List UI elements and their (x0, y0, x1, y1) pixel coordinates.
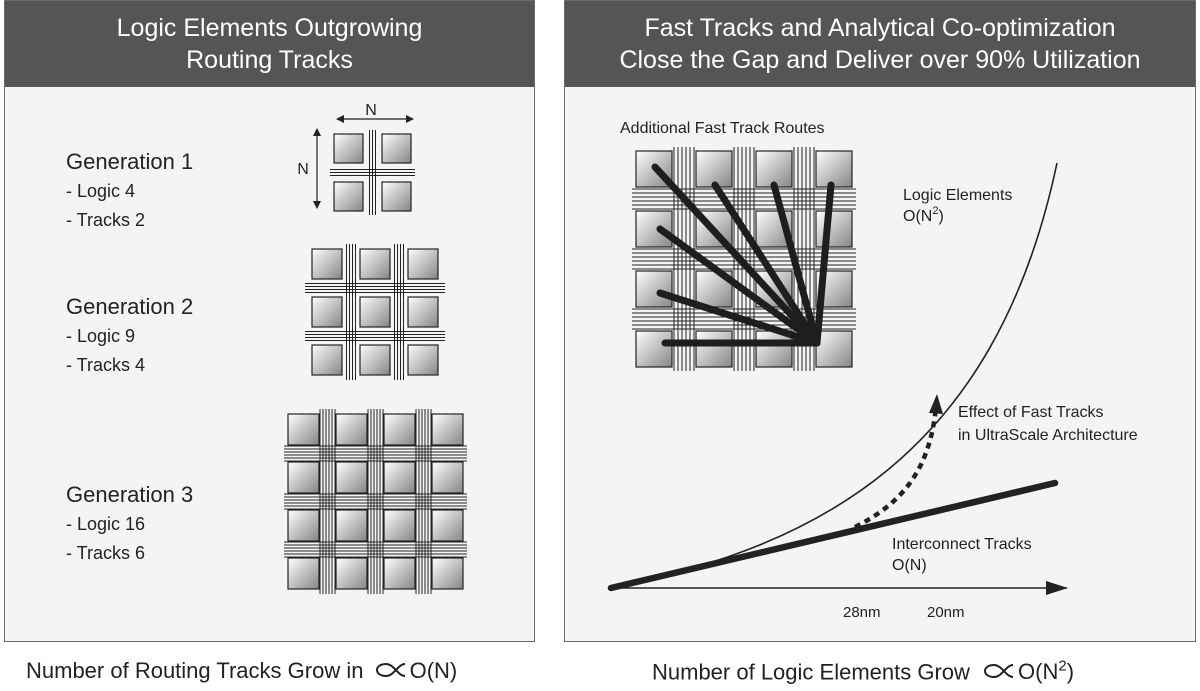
panel-title-line-1: Logic Elements Outgrowing (116, 14, 423, 42)
generation-1-logic: - Logic 4 (66, 181, 136, 201)
fast-track-route (651, 163, 821, 347)
tick-label-28nm: 28nm (843, 604, 881, 621)
logic-block (287, 509, 320, 542)
fast-track-route (656, 225, 821, 347)
caption-right-math: O(N2) (1018, 658, 1075, 685)
caption-left: Number of Routing Tracks Grow in O(N) (26, 658, 457, 684)
tick-label-20nm: 20nm (927, 604, 965, 621)
interconnect-tracks-line (607, 479, 1059, 592)
generation-3-grid (284, 409, 467, 594)
fast-tracks-effect-dotted-arrow (853, 406, 939, 530)
generation-2-logic: - Logic 9 (66, 326, 136, 346)
generation-2-tracks: - Tracks 4 (66, 355, 146, 375)
generation-3-title: Generation 3 (66, 482, 194, 507)
logic-block (815, 210, 853, 248)
logic-grids (284, 130, 467, 594)
logic-block (381, 181, 412, 212)
logic-elements-label: Logic Elements (903, 187, 1012, 204)
generation-2-title: Generation 2 (66, 294, 194, 319)
logic-block (383, 509, 416, 542)
fast-track-route (813, 181, 835, 347)
logic-block (431, 509, 464, 542)
logic-block (815, 330, 853, 368)
logic-block (335, 557, 368, 590)
logic-block (635, 210, 673, 248)
logic-block (333, 133, 364, 164)
fast-track-routes (651, 163, 835, 347)
logic-block (431, 413, 464, 446)
logic-block (287, 413, 320, 446)
logic-block (635, 330, 673, 368)
logic-block (287, 557, 320, 590)
logic-elements-order: O(N2) (903, 205, 944, 225)
logic-block (311, 344, 343, 376)
logic-block (407, 248, 439, 280)
fast-track-route (656, 289, 821, 347)
logic-block (335, 461, 368, 494)
caption-left-text: Number of Routing Tracks Grow in (26, 658, 364, 683)
logic-block (635, 270, 673, 308)
generation-3-tracks: - Tracks 6 (66, 543, 146, 563)
fast-track-route (711, 181, 821, 347)
growth-diagram: Additional Fast Track Routes Logic Eleme… (607, 120, 1138, 621)
generation-1-title: Generation 1 (66, 149, 194, 174)
caption-left-math: O(N) (409, 658, 458, 683)
logic-block (359, 344, 391, 376)
generation-1-grid (330, 130, 415, 215)
panel-title-line-2: Routing Tracks (186, 46, 353, 74)
caption-right: Number of Logic Elements Grow O(N2) (652, 658, 1074, 685)
generations-diagram: N N (284, 102, 467, 594)
generation-1-tracks: - Tracks 2 (66, 210, 146, 230)
logic-block (383, 413, 416, 446)
generation-3-logic: - Logic 16 (66, 514, 146, 534)
n-label-vertical: N (297, 161, 309, 178)
panel-logic-vs-tracks: Logic Elements Outgrowing Routing Tracks… (4, 0, 535, 642)
n-label-horizontal: N (365, 102, 377, 119)
panel-fast-tracks: Fast Tracks and Analytical Co-optimizati… (564, 0, 1196, 642)
logic-block (407, 344, 439, 376)
dimension-arrows: N N (297, 102, 414, 209)
proportional-to-icon (375, 662, 405, 678)
panel-header-right: Fast Tracks and Analytical Co-optimizati… (565, 1, 1195, 87)
logic-block (815, 150, 853, 188)
generation-2-grid (305, 244, 445, 380)
fast-track-route (770, 181, 821, 347)
logic-block (335, 413, 368, 446)
logic-block (755, 150, 793, 188)
proportional-to-icon (984, 664, 1014, 679)
effect-label-line-2: in UltraScale Architecture (958, 427, 1138, 444)
logic-block (383, 461, 416, 494)
interconnect-tracks-label: Interconnect Tracks (892, 536, 1032, 553)
interconnect-tracks-order: O(N) (892, 557, 927, 574)
logic-block (407, 296, 439, 328)
logic-block (695, 330, 733, 368)
logic-block (311, 296, 343, 328)
logic-block (755, 330, 793, 368)
logic-block (359, 296, 391, 328)
logic-block (383, 557, 416, 590)
panel-title-line-2: Close the Gap and Deliver over 90% Utili… (619, 46, 1141, 74)
fast-routes-label: Additional Fast Track Routes (620, 120, 825, 137)
fast-tracks-effect-arrowhead (929, 394, 943, 414)
logic-block (381, 133, 412, 164)
logic-block (431, 461, 464, 494)
logic-block (695, 150, 733, 188)
logic-block (431, 557, 464, 590)
effect-label-line-1: Effect of Fast Tracks (958, 404, 1104, 421)
panel-title-line-1: Fast Tracks and Analytical Co-optimizati… (644, 14, 1116, 42)
logic-block (359, 248, 391, 280)
panel-header-left: Logic Elements Outgrowing Routing Tracks (5, 1, 534, 87)
logic-block (287, 461, 320, 494)
caption-right-text: Number of Logic Elements Grow (652, 659, 970, 685)
logic-block (333, 181, 364, 212)
logic-block (335, 509, 368, 542)
logic-block (311, 248, 343, 280)
